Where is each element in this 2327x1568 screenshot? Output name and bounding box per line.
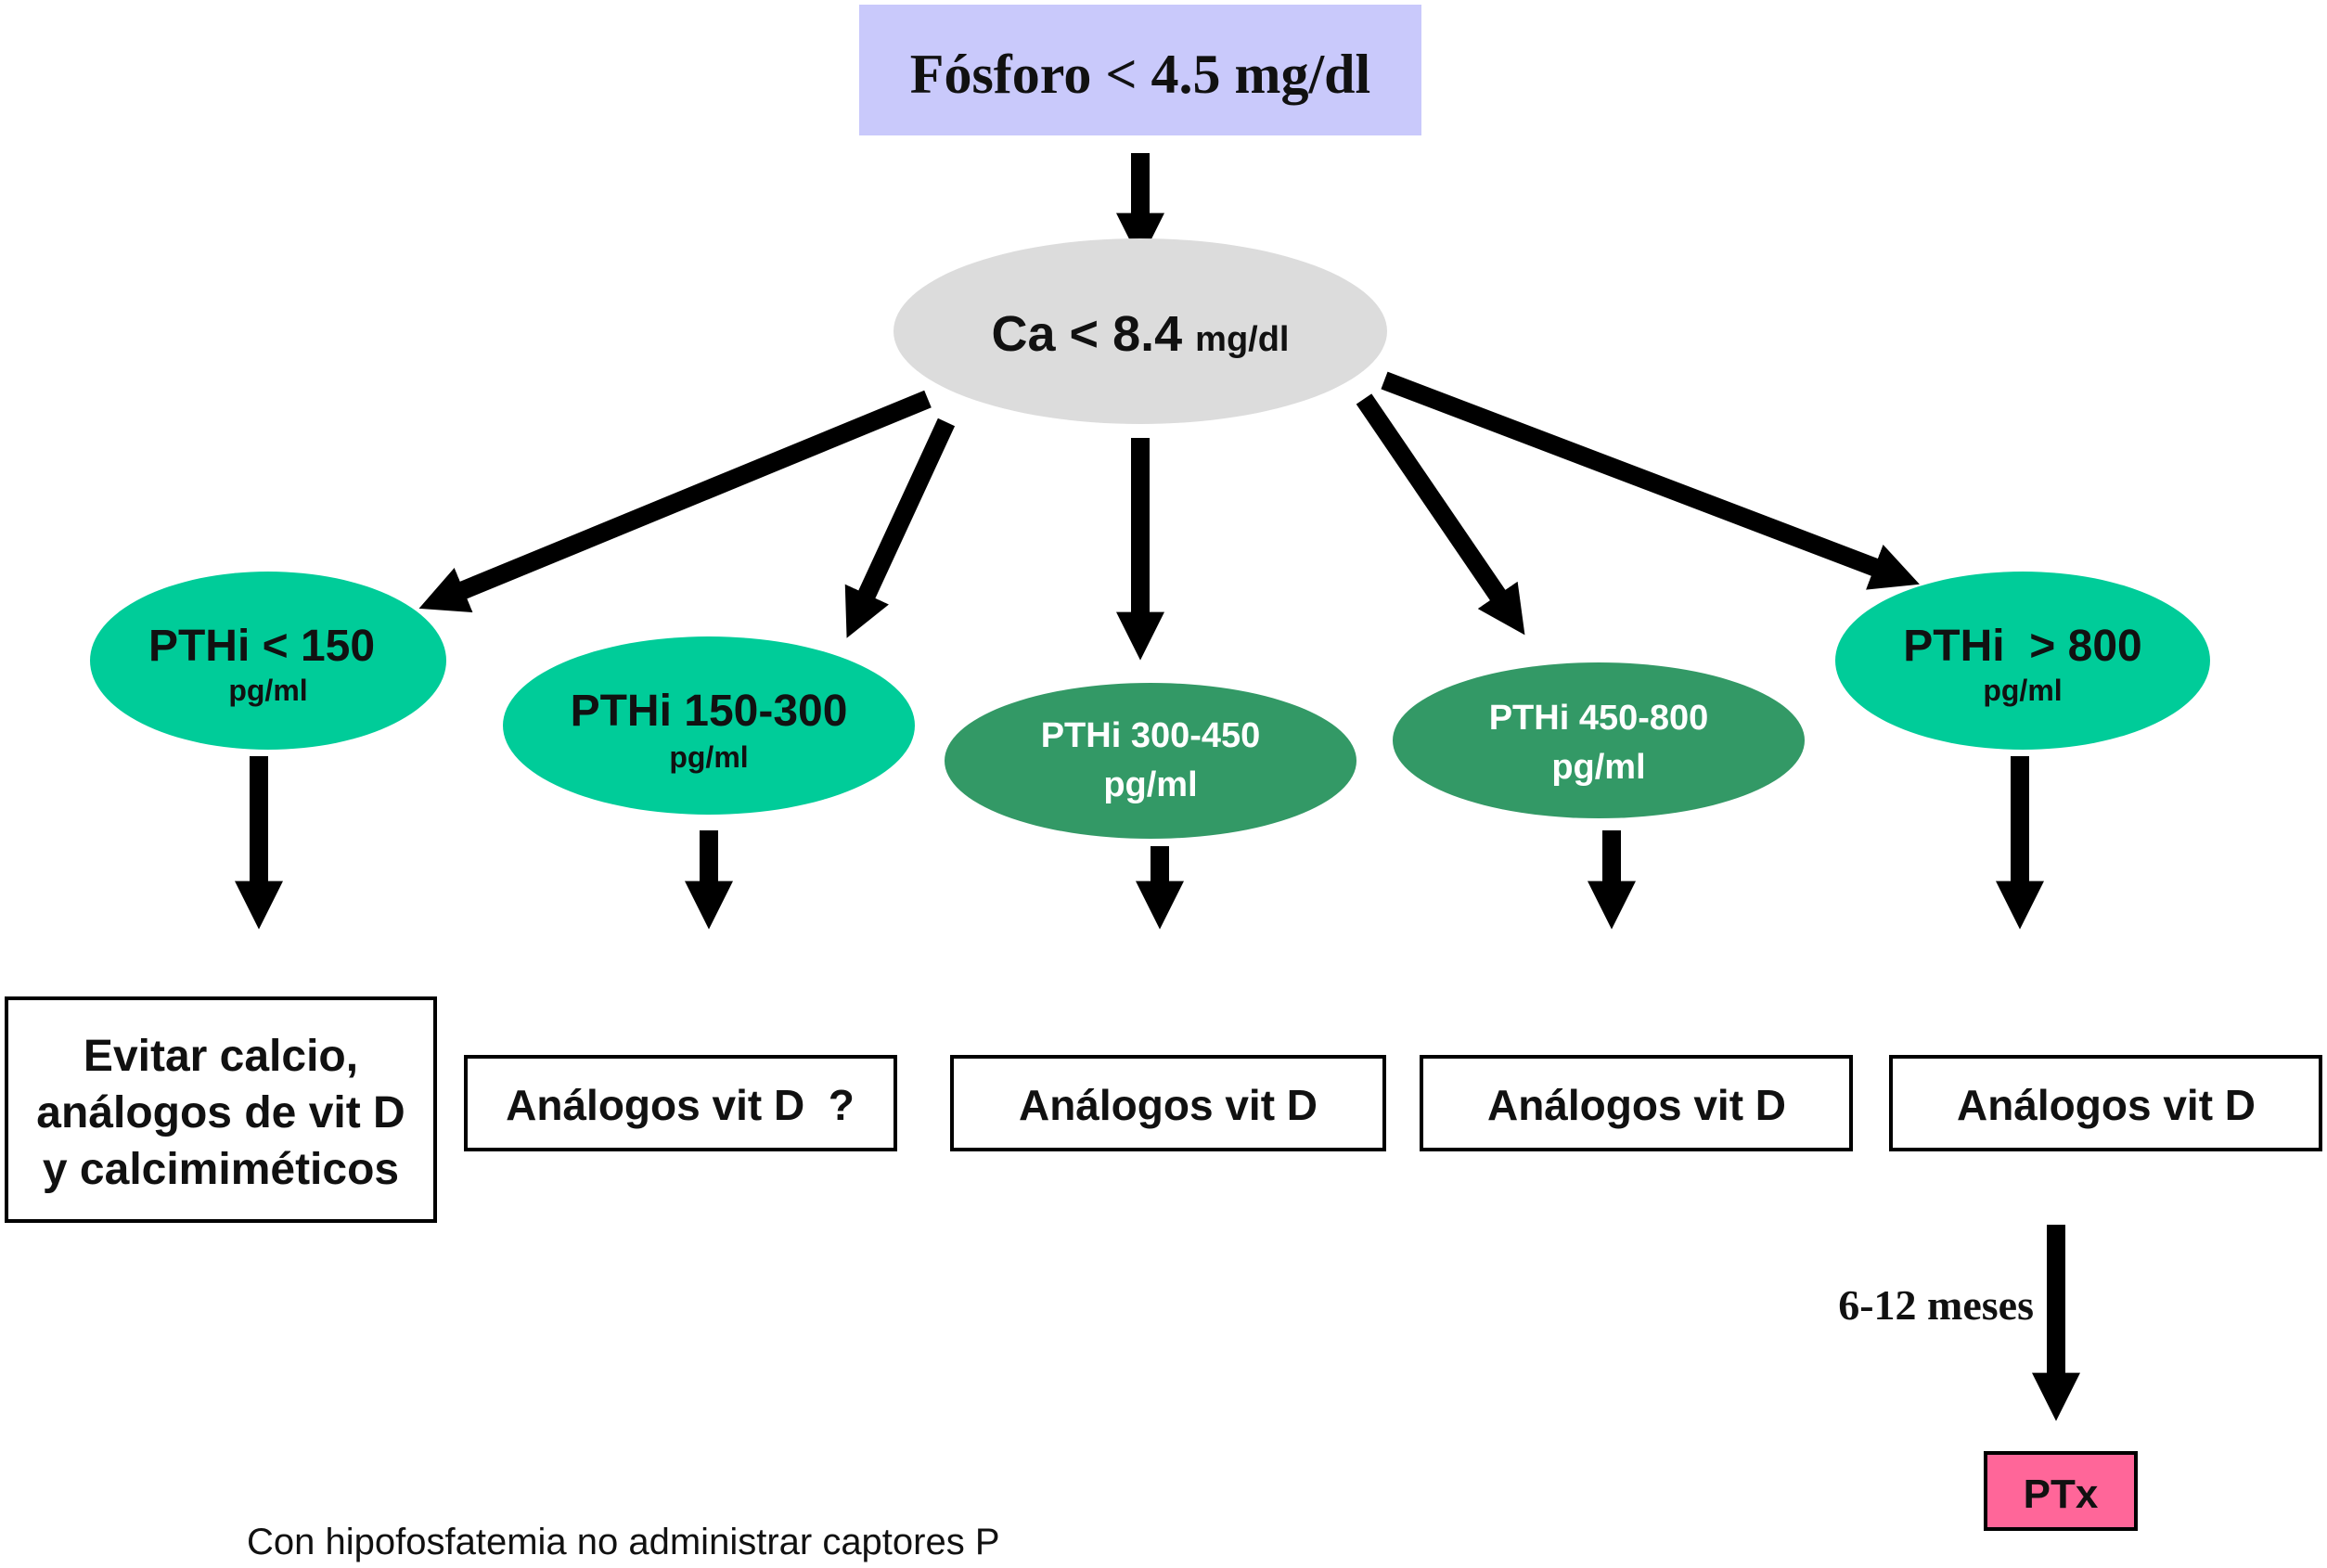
action-box-4: [1420, 1055, 1853, 1151]
action-line-1c: y calcimiméticos: [43, 1145, 399, 1194]
outcome-box: [1984, 1451, 2138, 1531]
arrow-calcium-to-pth-4: [1356, 393, 1525, 636]
pth-node-3: PTHi 300-450 pg/ml: [945, 683, 1356, 839]
pth-ellipse-5: [1835, 572, 2210, 750]
action-line-1b: análogos de vit D: [36, 1088, 405, 1137]
pth-unit-5: pg/ml: [1983, 674, 2062, 707]
pth-ellipse-3: [945, 683, 1356, 839]
arrow-calcium-to-pth-5: [1381, 371, 1920, 590]
outcome-label: PTx: [2024, 1472, 2099, 1517]
outcome-node: PTx: [1984, 1451, 2138, 1531]
action-node-5: Análogos vit D: [1889, 1055, 2322, 1151]
action-line-4: Análogos vit D: [1487, 1081, 1786, 1129]
phosphorus-node: Fósforo < 4.5 mg/dl: [859, 5, 1421, 135]
calcium-value: Ca < 8.4: [992, 306, 1183, 362]
footnote: Con hipofosfatemia no administrar captor…: [247, 1522, 1000, 1562]
pth-ellipse-4: [1393, 662, 1805, 818]
pth-node-2: PTHi 150-300 pg/ml: [503, 636, 915, 815]
pth-node-4: PTHi 450-800 pg/ml: [1393, 662, 1805, 818]
pth-ellipse-2: [503, 636, 915, 815]
calcium-unit: mg/dl: [1195, 320, 1289, 359]
followup-interval-label: 6-12 meses: [1838, 1281, 2034, 1329]
pth-unit-2: pg/ml: [669, 740, 748, 774]
pth-unit-3: pg/ml: [1103, 765, 1197, 804]
phosphorus-box: [859, 5, 1421, 135]
calcium-ellipse: [894, 238, 1387, 424]
pth-node-5: PTHi > 800 pg/ml: [1835, 572, 2210, 750]
pth-unit-1: pg/ml: [228, 674, 307, 707]
pth-range-3: PTHi 300-450: [1041, 716, 1261, 755]
action-line-2: Análogos vit D ?: [506, 1081, 855, 1129]
phosphorus-label: Fósforo < 4.5 mg/dl: [910, 44, 1370, 105]
action-box-2: [464, 1055, 897, 1151]
pth-range-5: PTHi > 800: [1903, 622, 2141, 671]
action-line-5: Análogos vit D: [1957, 1081, 2256, 1129]
pth-range-2: PTHi 150-300: [571, 687, 848, 736]
pth-range-1: PTHi < 150: [148, 622, 375, 671]
action-box-5: [1889, 1055, 2322, 1151]
calcium-node: Ca < 8.4 mg/dl: [894, 238, 1387, 424]
pth-unit-4: pg/ml: [1551, 748, 1645, 787]
pth-range-4: PTHi 450-800: [1489, 699, 1709, 738]
action-box-3: [950, 1055, 1386, 1151]
arrow-calcium-to-pth-1: [418, 390, 932, 613]
action-line-1a: Evitar calcio,: [84, 1032, 358, 1081]
action-line-3: Análogos vit D: [1019, 1081, 1318, 1129]
arrow-calcium-to-pth-2: [844, 418, 956, 638]
calcium-label: Ca < 8.4 mg/dl: [992, 306, 1290, 362]
action-node-3: Análogos vit D: [950, 1055, 1386, 1151]
action-node-2: Análogos vit D ?: [464, 1055, 897, 1151]
pth-node-1: PTHi < 150 pg/ml: [90, 572, 446, 750]
action-node-4: Análogos vit D: [1420, 1055, 1853, 1151]
pth-ellipse-1: [90, 572, 446, 750]
action-node-1: Evitar calcio, análogos de vit D y calci…: [5, 996, 437, 1223]
action-box-1: [5, 996, 437, 1223]
